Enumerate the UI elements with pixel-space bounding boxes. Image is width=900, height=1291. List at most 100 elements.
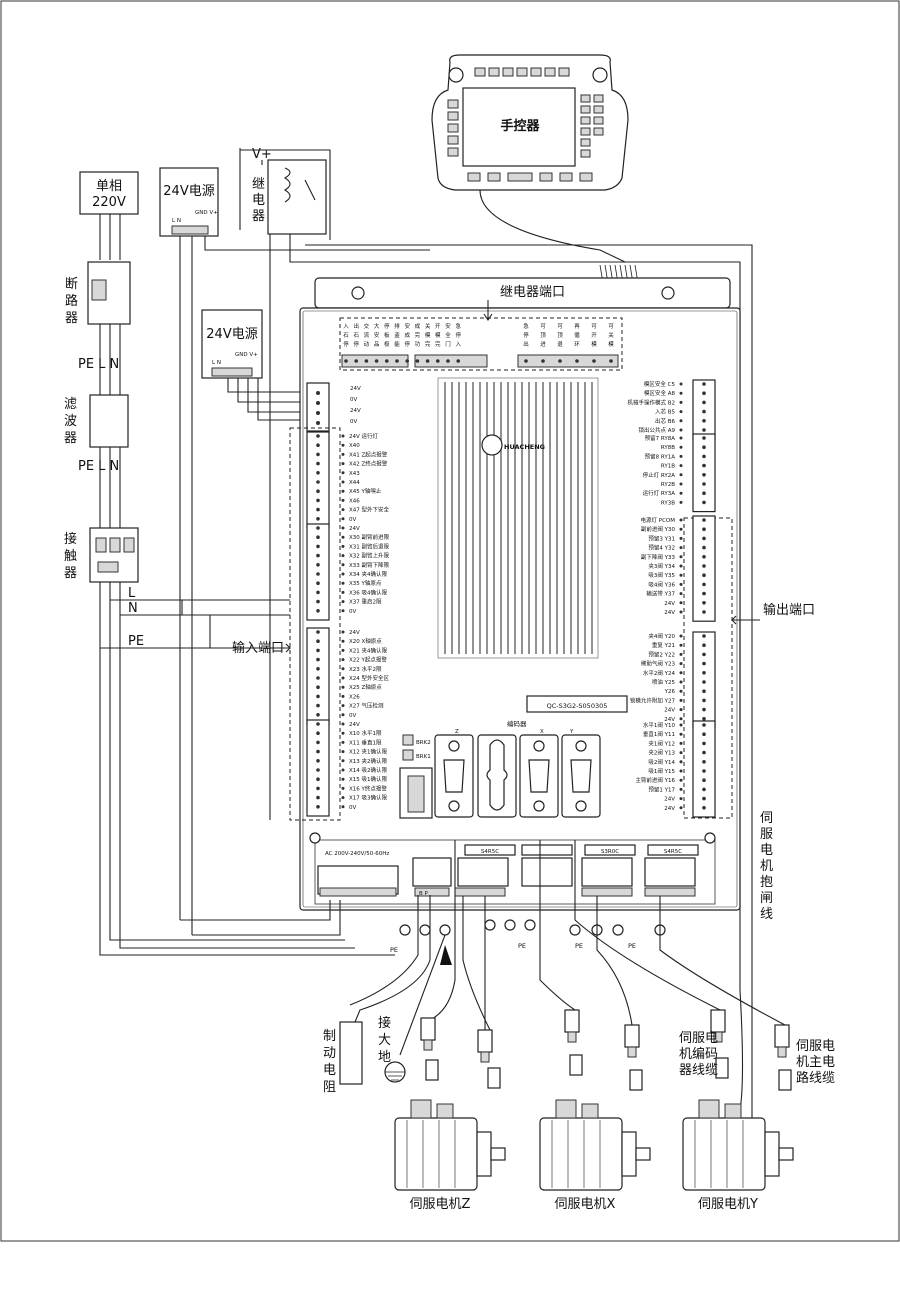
small-connector <box>399 767 433 819</box>
servo-brake-line-char: 线 <box>760 907 773 922</box>
output-pin-label: RY3B <box>661 500 675 506</box>
output-pin-label: 24V <box>664 717 675 723</box>
svg-text:滤: 滤 <box>64 397 77 412</box>
svg-text:S3R0C: S3R0C <box>601 849 619 855</box>
relay-port-label: 继电器端口 <box>500 285 565 300</box>
relay-col-label: 完 <box>425 340 431 348</box>
output-pin-label: 夹1阀 Y12 <box>648 739 675 747</box>
relay-col-label: 排 <box>394 322 400 330</box>
contactor: 接 触 器 <box>64 527 139 583</box>
relay-col-label: 循 <box>574 331 580 339</box>
input-port-label: 输入端口 <box>232 640 284 656</box>
terminal-screw <box>702 445 706 450</box>
led-dot <box>341 694 345 698</box>
led-dot <box>679 787 683 791</box>
led-dot <box>341 434 345 438</box>
input-pin-label: 0V <box>349 517 356 523</box>
terminal-screw <box>541 359 545 363</box>
relay-col-label: 大 <box>374 322 380 330</box>
led-dot <box>679 582 683 586</box>
led-dot <box>679 391 683 395</box>
svg-text:PE: PE <box>390 946 398 954</box>
servo-brake-line-char: 电 <box>760 843 773 858</box>
terminal-screw <box>702 391 706 396</box>
motor-y-label: 伺服电机Y <box>698 1197 758 1212</box>
output-pin-label: 垂直1阀 Y11 <box>643 730 675 738</box>
terminal-screw <box>702 482 706 486</box>
motor-shaft <box>635 1147 651 1161</box>
input-pin-label: X46 <box>349 498 360 504</box>
output-pin-label: 夹2阀 Y13 <box>648 749 675 757</box>
input-pin-label: X45 Y轴嘿止 <box>349 487 382 495</box>
output-pin-label: 吸4阀 Y36 <box>648 580 675 588</box>
led-dot <box>341 572 345 576</box>
cable-plug-icon <box>567 1031 577 1043</box>
output-pin-label: 锁出公共点 A9 <box>638 426 675 434</box>
terminal-screw <box>702 652 706 657</box>
led-dot <box>341 648 345 652</box>
brand-logo: HUACHENG <box>481 434 545 456</box>
terminal-screw <box>702 723 706 727</box>
terminal-screw <box>702 769 706 773</box>
led-dot <box>679 527 683 531</box>
relay-col-label: 退 <box>557 340 563 348</box>
terminal-screw <box>702 436 706 440</box>
relay-col-label: 板 <box>384 331 390 339</box>
terminal-screw <box>316 786 320 791</box>
pendant-cable <box>479 189 626 263</box>
terminal-screw <box>316 694 320 699</box>
terminal-screw <box>316 657 320 662</box>
terminal-screw <box>702 643 706 647</box>
motor-encoder-plug <box>410 1099 432 1119</box>
led-dot <box>679 500 683 504</box>
relay-col-label: 模 <box>435 331 441 339</box>
terminal-screw <box>344 359 348 363</box>
terminal-screw <box>702 680 706 684</box>
svg-text:继: 继 <box>252 177 265 192</box>
screw-icon <box>448 800 460 812</box>
terminal-screw <box>702 732 706 736</box>
relay-col-label: 交 <box>364 322 370 330</box>
relay-col-label: 动 <box>364 341 370 348</box>
pendant-label: 手控器 <box>500 118 540 134</box>
led-dot <box>341 786 345 790</box>
relay-col-label: 停 <box>455 331 461 339</box>
svg-text:电: 电 <box>323 1063 336 1078</box>
relay-col-label: 进 <box>540 340 546 348</box>
screw-icon <box>575 800 587 812</box>
terminal-screw <box>702 564 706 568</box>
motor-flange <box>476 1131 492 1177</box>
ground-symbol: 接 大 地 <box>378 934 452 1083</box>
input-pin-label: X27 气压检测 <box>349 702 384 710</box>
input-pin-label: 24V <box>349 630 360 636</box>
svg-text:24V电源: 24V电源 <box>206 327 257 342</box>
led-dot <box>341 498 345 502</box>
relay-col-label: 急 <box>455 322 461 330</box>
terminal-screw <box>702 760 706 764</box>
top-relay-terminal-right <box>517 354 619 368</box>
output-pin-label: 夹4阀 Y20 <box>648 632 675 640</box>
output-pin-label: 预留8 RY1A <box>645 452 676 460</box>
output-pin-label: 吸1阀 Y15 <box>648 767 675 775</box>
output-pin-label: 24V <box>664 806 675 812</box>
terminal-screw <box>316 630 320 634</box>
output-pin-label: 停止灯 RY2A <box>643 471 676 479</box>
pendant-knob-icon <box>592 67 608 83</box>
terminal-screw <box>316 544 320 549</box>
svg-text:接: 接 <box>378 1015 391 1031</box>
led-dot <box>679 436 683 440</box>
terminal-screw <box>316 480 320 484</box>
terminal-screw <box>702 491 706 496</box>
output-terminal-block <box>692 433 716 513</box>
led-dot <box>341 777 345 781</box>
terminal-screw <box>316 553 320 558</box>
terminal-screw <box>702 741 706 746</box>
led-dot <box>341 639 345 643</box>
relay-col-label: 开 <box>435 323 441 330</box>
relay-col-label: 能 <box>394 340 400 348</box>
terminal-screw <box>415 359 420 363</box>
servo-brake-line-char: 伺 <box>760 811 773 826</box>
motor-x-label: 伺服电机X <box>555 1197 616 1212</box>
